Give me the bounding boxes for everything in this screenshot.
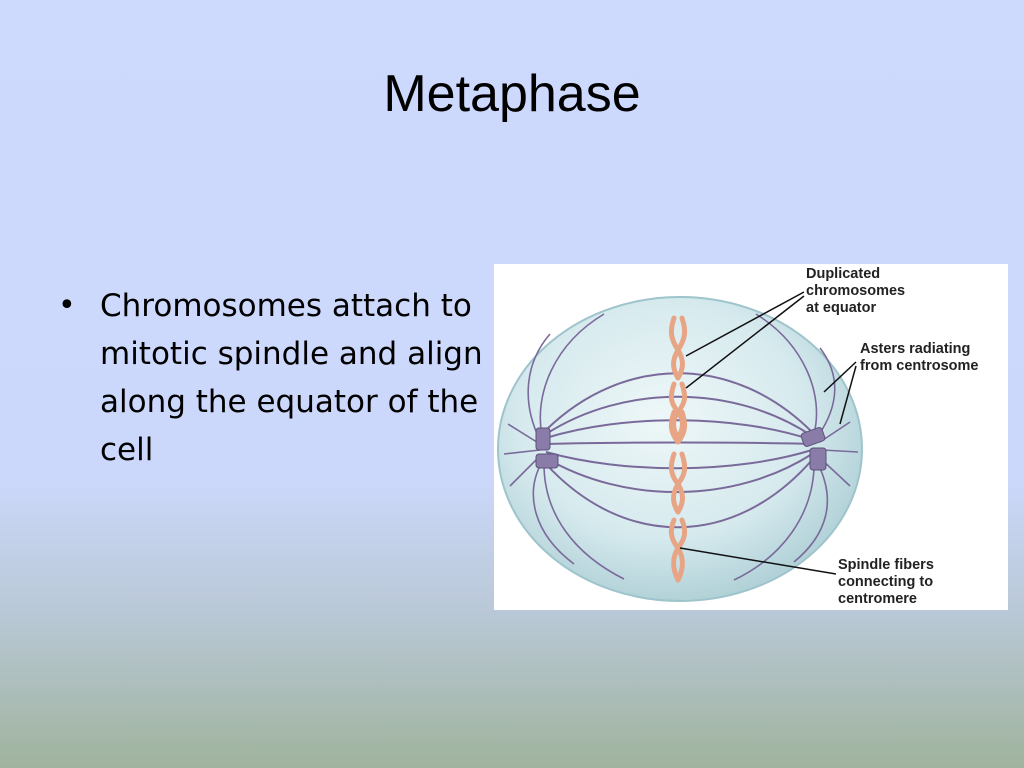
leader-lines xyxy=(679,291,857,575)
right-aster xyxy=(733,313,859,581)
left-centrosome xyxy=(535,427,559,469)
cell-illustration xyxy=(497,291,863,602)
bullet-list: • Chromosomes attach to mitotic spindle … xyxy=(58,282,498,474)
label-duplicated-chromosomes: Duplicated chromosomes at equator xyxy=(806,266,906,316)
bullet-item: • Chromosomes attach to mitotic spindle … xyxy=(58,282,498,474)
slide-title: Metaphase xyxy=(383,65,641,123)
chromosome xyxy=(668,315,688,381)
chromosome xyxy=(668,451,688,515)
cell-membrane xyxy=(497,296,863,602)
chromosome xyxy=(668,409,688,445)
label-asters: Asters radiating from centrosome xyxy=(860,341,979,374)
label-spindle-fibers: Spindle fibers connecting to centromere xyxy=(838,557,934,607)
left-aster xyxy=(503,313,625,580)
right-centrosome xyxy=(800,427,827,471)
metaphase-diagram: Duplicated chromosomes at equator Asters… xyxy=(494,264,1008,610)
bullet-dot-icon: • xyxy=(58,288,76,323)
chromosome xyxy=(668,517,688,583)
bullet-text: Chromosomes attach to mitotic spindle an… xyxy=(100,288,483,468)
chromosomes xyxy=(668,315,688,583)
